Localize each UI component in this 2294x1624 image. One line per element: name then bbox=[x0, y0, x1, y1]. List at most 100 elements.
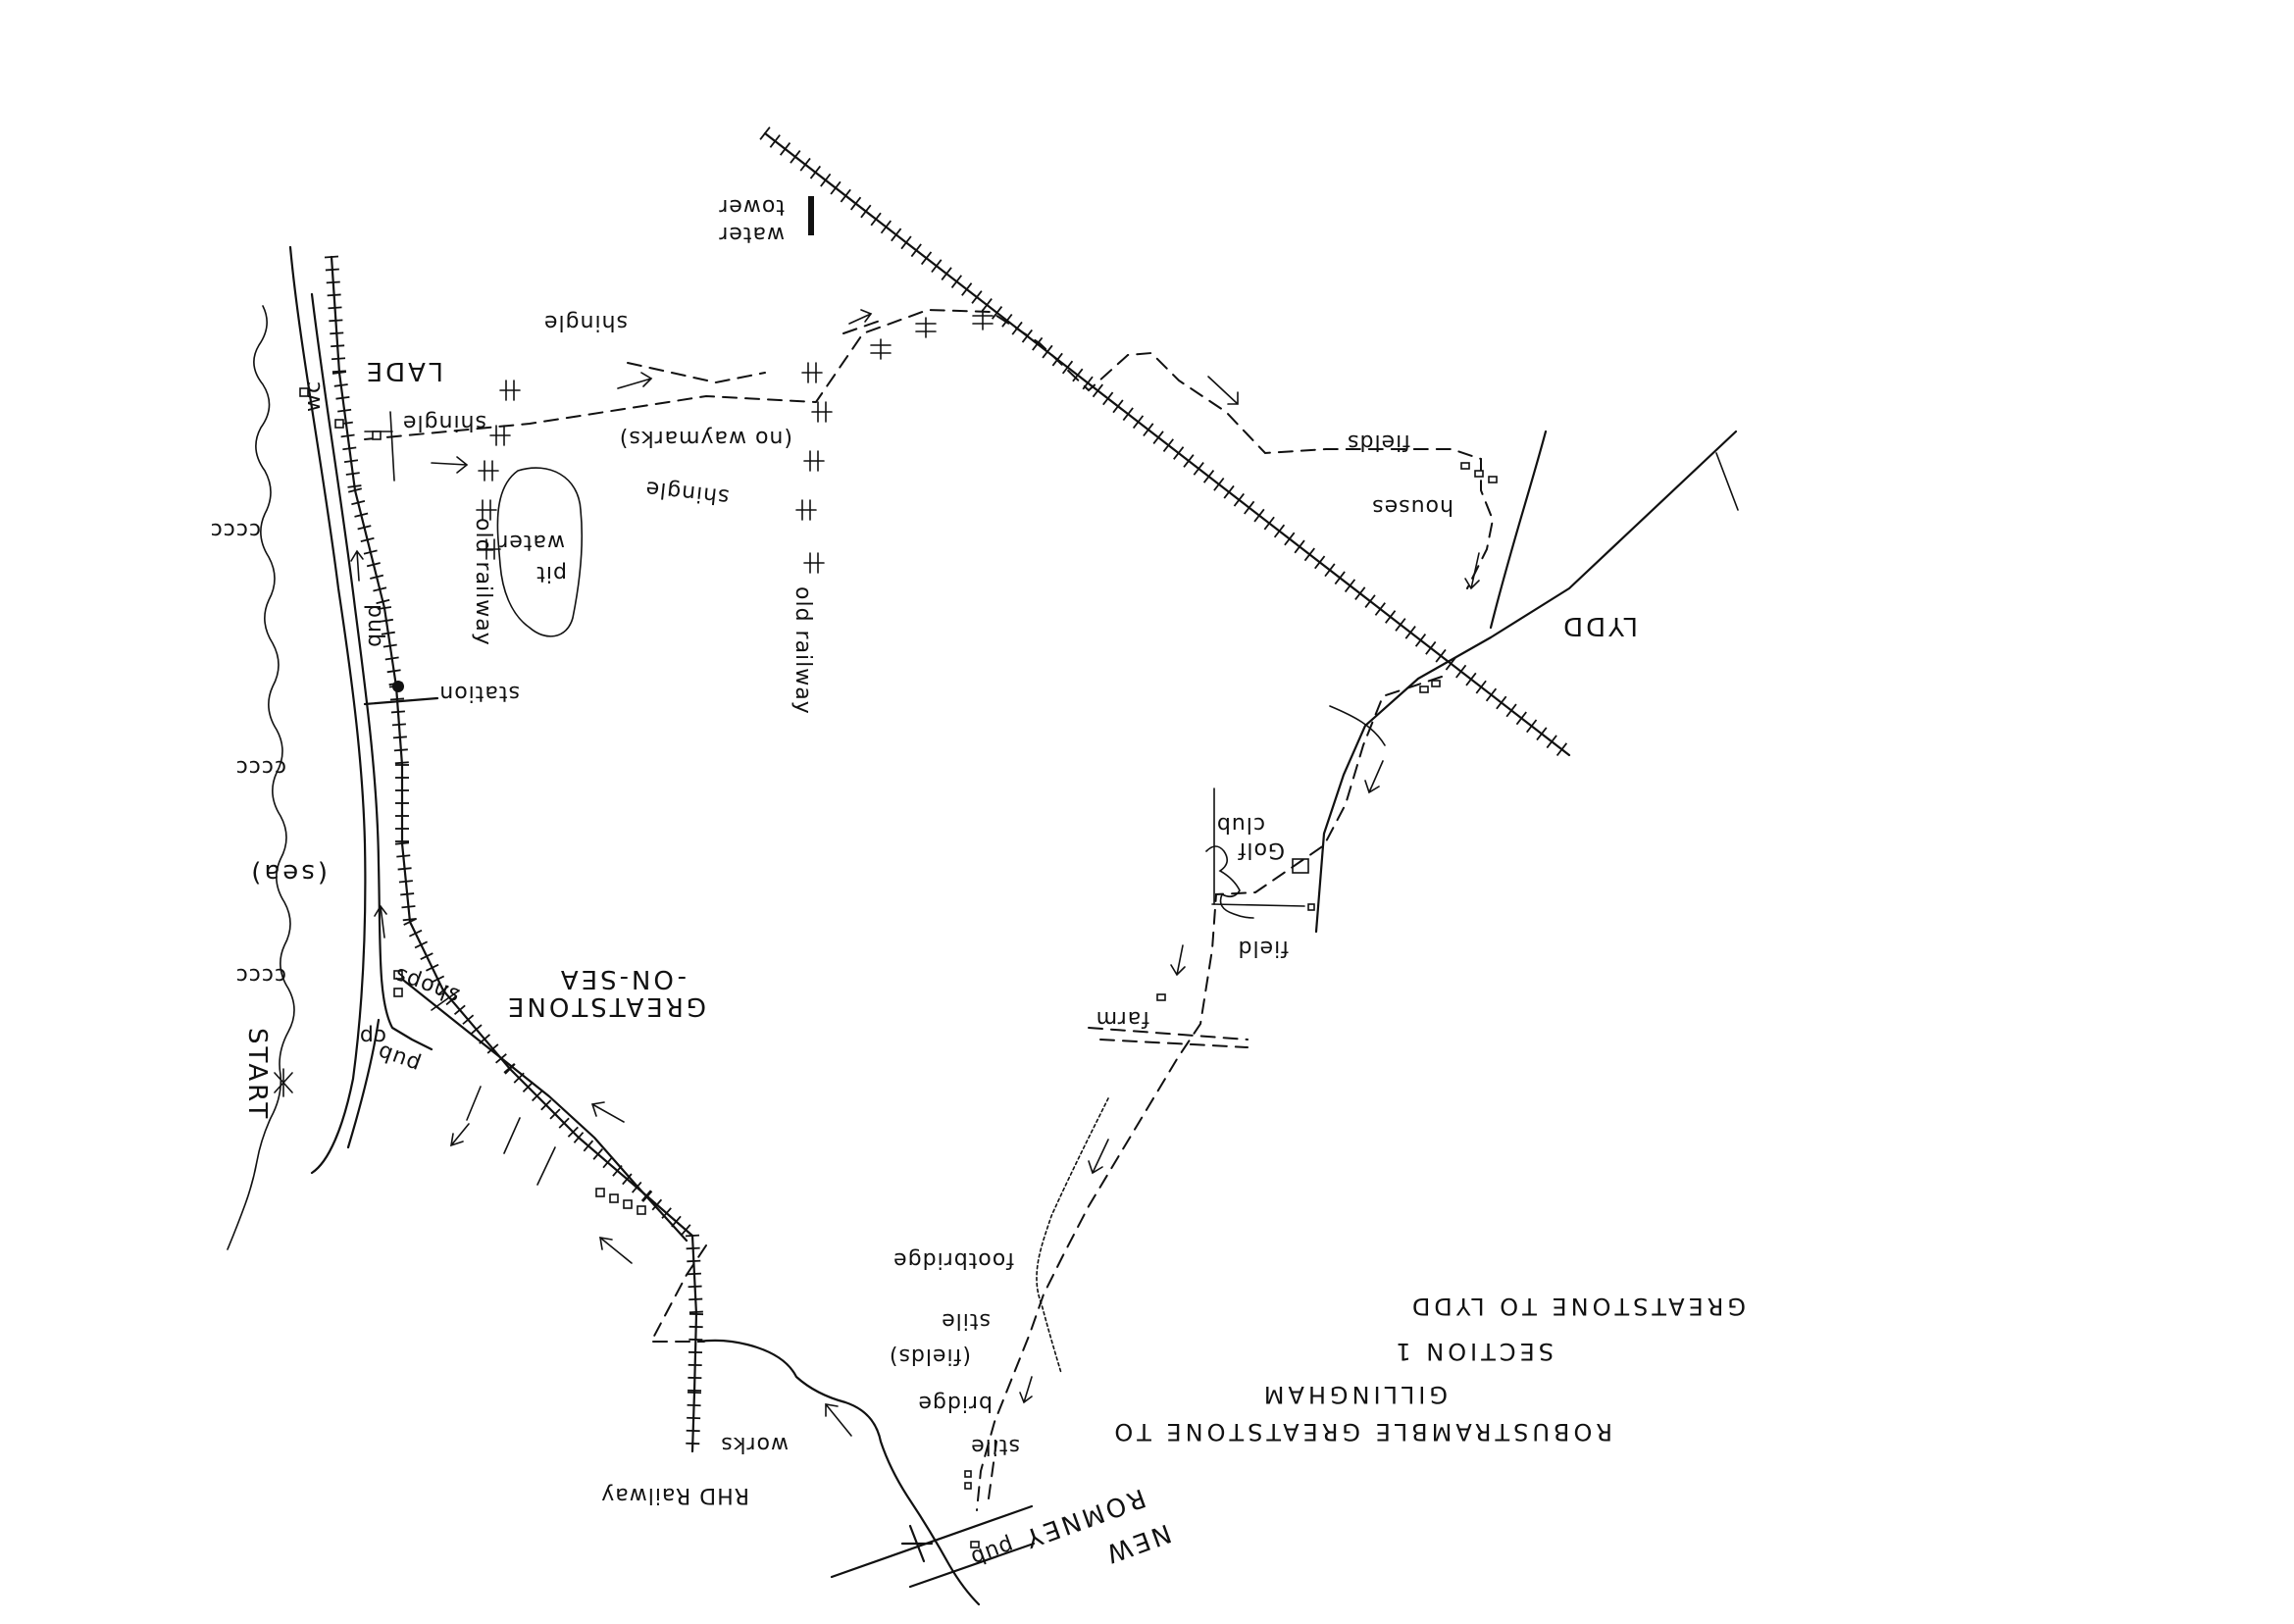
rail-tick bbox=[324, 255, 339, 259]
rail-tick bbox=[354, 512, 369, 518]
rail-tick bbox=[1334, 571, 1346, 585]
rail-tick bbox=[1213, 477, 1225, 491]
rail-tick bbox=[329, 319, 343, 323]
label-old-railway-2: old railway bbox=[790, 586, 815, 715]
label-field: field bbox=[1238, 936, 1289, 960]
map-labels: water tower shingle LADE shingle (no way… bbox=[210, 194, 1746, 1570]
arrow-houses bbox=[1464, 552, 1480, 590]
house bbox=[393, 970, 403, 980]
rail-tick bbox=[920, 251, 933, 266]
label-water-tower-2: tower bbox=[718, 194, 785, 219]
rail-tick bbox=[687, 1272, 701, 1276]
rail-tick bbox=[840, 188, 851, 203]
label-stile-2: stile bbox=[970, 1434, 1020, 1458]
rail-tick bbox=[342, 446, 357, 451]
label-sea-waves-1: cccc bbox=[210, 518, 261, 542]
rail-tick bbox=[540, 1099, 552, 1111]
old-rail-mark bbox=[499, 380, 521, 401]
house bbox=[637, 1205, 646, 1215]
shops-road bbox=[431, 990, 460, 1011]
house bbox=[1156, 993, 1166, 1001]
rail-tick bbox=[331, 357, 346, 361]
old-rail-mark bbox=[915, 317, 937, 338]
rail-tick bbox=[549, 1108, 561, 1120]
rail-tick bbox=[1253, 508, 1265, 523]
rail-tick bbox=[1465, 672, 1477, 686]
rail-tick bbox=[1284, 532, 1296, 546]
label-water: water bbox=[498, 530, 565, 554]
rail-tick bbox=[397, 867, 412, 871]
walking-route-lade bbox=[627, 362, 766, 384]
rail-tick bbox=[1273, 524, 1286, 538]
label-stile-1: stile bbox=[941, 1308, 991, 1333]
rail-tick bbox=[331, 344, 345, 348]
rail-tick bbox=[602, 1156, 613, 1169]
label-water-tower-1: water bbox=[718, 222, 785, 246]
label-no-waymarks: (no waymarks) bbox=[619, 426, 792, 450]
rail-tick bbox=[1555, 742, 1568, 757]
rail-tick bbox=[437, 985, 449, 996]
rhd-railway-line bbox=[324, 255, 704, 1453]
label-sea-waves-2: cccc bbox=[235, 755, 286, 780]
rail-tick bbox=[1102, 391, 1114, 406]
rail-tick bbox=[1042, 344, 1053, 359]
rail-tick bbox=[849, 196, 862, 211]
rail-tick bbox=[486, 1043, 499, 1054]
label-old-railway-1: old railway bbox=[471, 518, 495, 646]
rail-tick bbox=[462, 1014, 475, 1025]
station-road bbox=[363, 696, 439, 706]
rail-tick bbox=[470, 1024, 483, 1035]
walking-route-nr bbox=[988, 1441, 997, 1499]
old-rail-mark bbox=[811, 401, 833, 423]
label-fields-s: (fields) bbox=[889, 1344, 971, 1368]
old-rail-mark bbox=[803, 552, 825, 574]
house bbox=[334, 419, 344, 429]
stream bbox=[1036, 1097, 1109, 1374]
rail-tick bbox=[1223, 484, 1235, 499]
rail-tick bbox=[386, 669, 401, 674]
route-arrows bbox=[350, 309, 1480, 1437]
old-rail-mark bbox=[478, 460, 499, 482]
rail-tick bbox=[1324, 563, 1336, 578]
rail-tick bbox=[1404, 626, 1416, 639]
rail-tick bbox=[522, 1081, 534, 1092]
rail-tick bbox=[347, 487, 363, 493]
rail-tick bbox=[1354, 586, 1366, 601]
house bbox=[1474, 470, 1484, 478]
side-road-1 bbox=[466, 1086, 482, 1121]
rail-tick bbox=[573, 1132, 585, 1143]
rail-tick bbox=[327, 293, 341, 297]
rail-tick bbox=[1294, 539, 1305, 554]
label-pub-new-romney: pub bbox=[967, 1532, 1017, 1570]
rail-tick bbox=[420, 952, 433, 960]
walking-route-lydd bbox=[976, 676, 1443, 1511]
label-shingle-2: shingle bbox=[402, 410, 486, 434]
arrow-fields bbox=[1207, 376, 1239, 405]
rail-tick bbox=[891, 228, 902, 242]
label-fields-ne: fields bbox=[1347, 430, 1410, 454]
golf-club-road bbox=[1329, 705, 1386, 746]
coast-road-east bbox=[310, 292, 433, 1051]
rail-tick bbox=[400, 892, 415, 896]
rail-tick bbox=[1072, 368, 1084, 382]
old-rail-mark bbox=[870, 338, 892, 360]
rail-tick bbox=[337, 408, 352, 413]
rail-segment bbox=[690, 1391, 696, 1453]
label-shingle-1: shingle bbox=[543, 310, 628, 334]
rail-tick bbox=[622, 1173, 633, 1186]
rail-tick bbox=[1314, 555, 1326, 570]
rail-tick bbox=[345, 472, 360, 476]
label-bridge: bridge bbox=[917, 1391, 993, 1415]
rail-tick bbox=[685, 1234, 700, 1238]
rail-tick bbox=[1112, 399, 1124, 414]
rail-tick bbox=[1122, 407, 1134, 422]
rail-tick bbox=[779, 142, 791, 156]
label-greatstone-2: -ON-SEA bbox=[558, 964, 687, 993]
field-edge-road bbox=[1211, 903, 1305, 907]
rail-tick bbox=[403, 918, 417, 926]
rail-tick bbox=[830, 180, 841, 195]
rail-tick bbox=[961, 282, 973, 296]
old-rail-mark bbox=[972, 309, 994, 330]
rail-tick bbox=[377, 606, 392, 610]
rail-tick bbox=[394, 761, 409, 765]
